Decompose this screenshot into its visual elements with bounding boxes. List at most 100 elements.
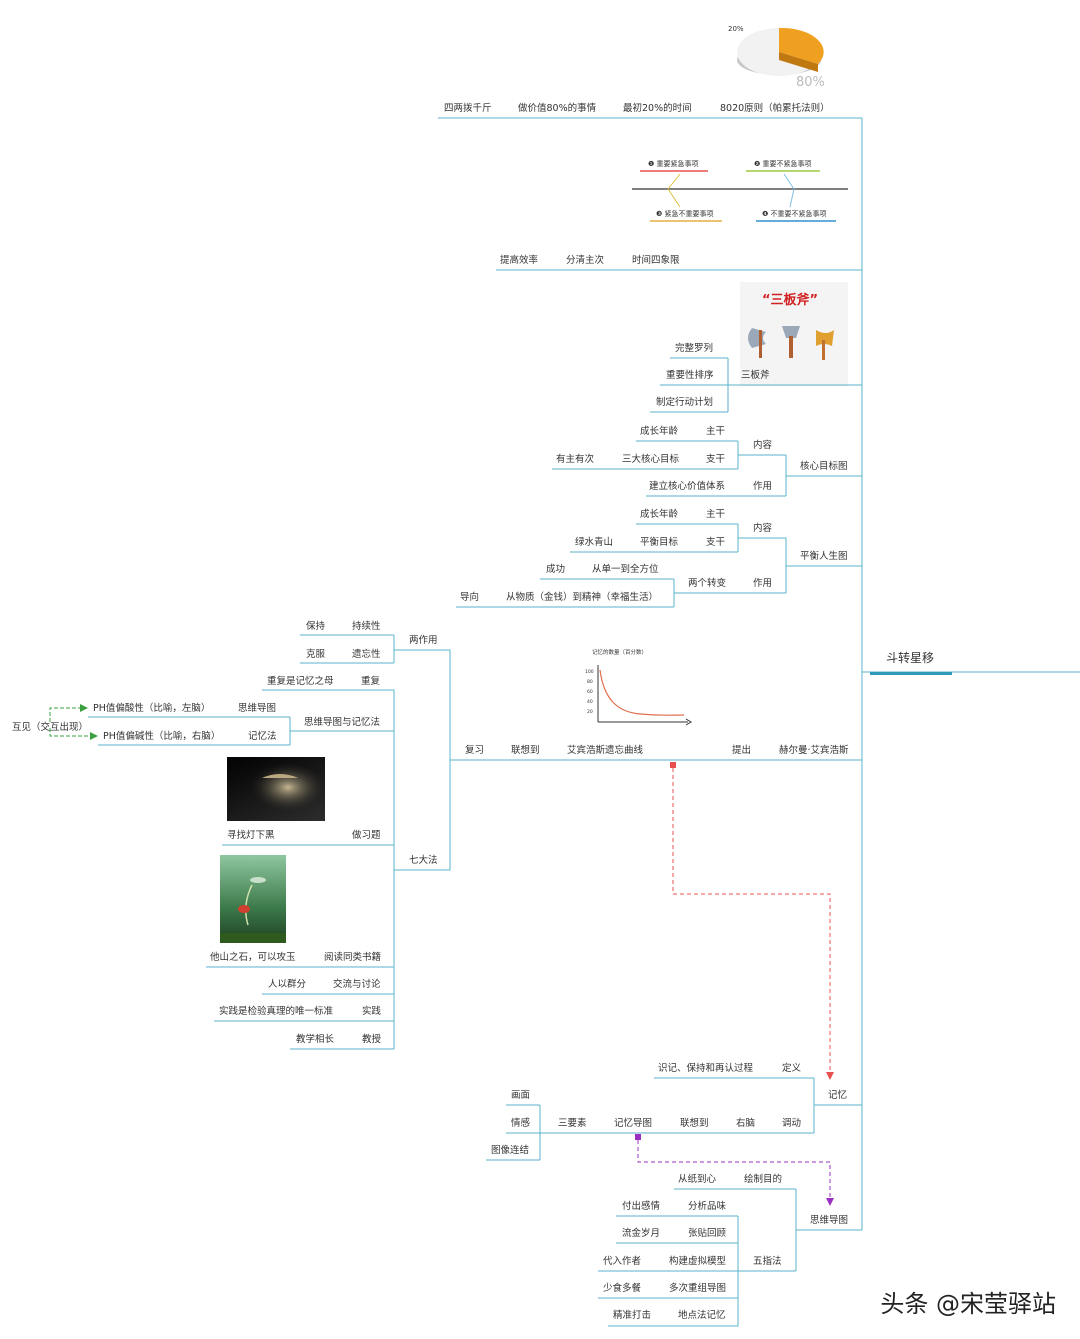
node-建立核心价值体系[interactable]: 建立核心价值体系 [649, 480, 725, 492]
node-记忆法[interactable]: 记忆法 [248, 730, 277, 742]
node-balance-成长年龄[interactable]: 成长年龄 [640, 508, 679, 520]
node-balance-主干[interactable]: 主干 [706, 508, 725, 520]
node-重复是记忆之母[interactable]: 重复是记忆之母 [267, 675, 334, 687]
node-PH偏碱性[interactable]: PH值偏碱性（比喻，右脑） [103, 730, 220, 742]
node-最初20%[interactable]: 最初20%的时间 [623, 102, 692, 114]
node-核心目标图[interactable]: 核心目标图 [800, 460, 848, 472]
node-seven-思维导图[interactable]: 思维导图 [238, 702, 276, 714]
node-balance-内容[interactable]: 内容 [753, 522, 773, 534]
node-PH偏酸性[interactable]: PH值偏酸性（比喻，左脑） [93, 702, 210, 714]
node-balance-支干[interactable]: 支干 [706, 536, 725, 548]
node-从纸到心[interactable]: 从纸到心 [678, 1173, 717, 1185]
branch-axes[interactable]: “三板斧” 三板斧 完整罗列 重要性排序 制定行动计划 [650, 282, 862, 413]
node-core-作用[interactable]: 作用 [753, 480, 772, 492]
node-画面[interactable]: 画面 [511, 1090, 530, 1101]
node-制定行动计划[interactable]: 制定行动计划 [656, 396, 713, 408]
node-平衡人生图[interactable]: 平衡人生图 [800, 550, 848, 562]
node-实践是检验真理[interactable]: 实践是检验真理的唯一标准 [219, 1005, 334, 1017]
node-人以群分[interactable]: 人以群分 [268, 978, 307, 990]
branch-core-goal[interactable]: 核心目标图 内容 主干 成长年龄 支干 三大核心目标 有主有次 作用 建立核心价… [552, 425, 862, 497]
node-分清主次[interactable]: 分清主次 [566, 254, 605, 266]
branch-balance[interactable]: 平衡人生图 内容 主干 成长年龄 支干 平衡目标 绿水青山 作用 两个转变 从单… [456, 508, 862, 608]
node-提出[interactable]: 提出 [732, 744, 751, 756]
node-他山之石[interactable]: 他山之石，可以攻玉 [210, 951, 296, 963]
node-完整罗列[interactable]: 完整罗列 [675, 342, 713, 354]
node-克服[interactable]: 克服 [306, 649, 326, 660]
node-艾宾浩斯遗忘曲线[interactable]: 艾宾浩斯遗忘曲线 [567, 744, 644, 756]
branch-8020[interactable]: 20% 80% 四两拨千斤 做价值80%的事情 最初20%的时间 8020原则（… [438, 25, 862, 119]
node-少食多餐[interactable]: 少食多餐 [603, 1282, 642, 1294]
node-多次重组导图[interactable]: 多次重组导图 [669, 1282, 726, 1294]
node-联想到-复习[interactable]: 联想到 [511, 744, 540, 756]
node-交流与讨论[interactable]: 交流与讨论 [333, 978, 381, 990]
node-重要性排序[interactable]: 重要性排序 [666, 369, 714, 381]
node-五指法[interactable]: 五指法 [753, 1255, 782, 1267]
node-教学相长[interactable]: 教学相长 [296, 1033, 335, 1045]
node-构建虚拟模型[interactable]: 构建虚拟模型 [669, 1255, 727, 1267]
node-分析品味[interactable]: 分析品味 [688, 1200, 727, 1212]
node-思维导图与记忆法[interactable]: 思维导图与记忆法 [304, 716, 380, 728]
node-有主有次[interactable]: 有主有次 [556, 453, 595, 465]
node-时间四象限[interactable]: 时间四象限 [632, 254, 680, 266]
node-core-内容[interactable]: 内容 [753, 439, 773, 451]
branch-ebbinghaus[interactable]: 记忆的数量（百分数） 100 80 60 40 20 赫尔曼·艾宾浩斯 提出 艾… [12, 620, 862, 1050]
node-定义[interactable]: 定义 [782, 1062, 802, 1074]
node-成功[interactable]: 成功 [546, 563, 565, 575]
node-四两拨千斤[interactable]: 四两拨千斤 [444, 102, 492, 114]
node-记忆导图[interactable]: 记忆导图 [614, 1117, 652, 1129]
node-平衡目标[interactable]: 平衡目标 [640, 536, 679, 548]
node-识记保持再认[interactable]: 识记、保持和再认过程 [658, 1062, 754, 1074]
branch-memory[interactable]: 记忆 定义 识记、保持和再认过程 调动 右脑 联想到 记忆导图 三要素 画面 情… [486, 1062, 862, 1161]
node-三板斧[interactable]: 三板斧 [741, 369, 770, 381]
node-思维导图[interactable]: 思维导图 [810, 1214, 848, 1226]
root-underline [870, 672, 952, 675]
node-core-支干[interactable]: 支干 [706, 453, 725, 465]
node-两个转变[interactable]: 两个转变 [688, 577, 727, 589]
node-balance-作用[interactable]: 作用 [753, 577, 772, 589]
node-调动[interactable]: 调动 [782, 1118, 801, 1129]
node-复习[interactable]: 复习 [465, 744, 484, 756]
node-绘制目的[interactable]: 绘制目的 [744, 1173, 782, 1185]
node-绿水青山[interactable]: 绿水青山 [575, 536, 613, 548]
node-8020原则[interactable]: 8020原则（帕累托法则） [720, 102, 830, 114]
forgetting-curve-line [599, 669, 685, 716]
svg-text:60: 60 [587, 689, 593, 695]
node-三大核心目标[interactable]: 三大核心目标 [622, 453, 680, 465]
node-从单一到全方位[interactable]: 从单一到全方位 [592, 563, 659, 575]
node-教授[interactable]: 教授 [362, 1033, 382, 1045]
node-提高效率[interactable]: 提高效率 [500, 254, 539, 266]
node-持续性[interactable]: 持续性 [352, 620, 381, 632]
node-赫尔曼艾宾浩斯[interactable]: 赫尔曼·艾宾浩斯 [779, 744, 849, 756]
node-遗忘性[interactable]: 遗忘性 [352, 648, 381, 660]
node-付出感情[interactable]: 付出感情 [622, 1200, 661, 1212]
node-流金岁月[interactable]: 流金岁月 [622, 1227, 660, 1239]
node-联想到-记忆[interactable]: 联想到 [680, 1117, 709, 1129]
branch-quadrant[interactable]: ❶ 重要紧急事项 ❷ 重要不紧急事项 ❸ 紧急不重要事项 ❹ 不重要不紧急事项 … [496, 159, 862, 271]
node-保持[interactable]: 保持 [306, 620, 326, 632]
node-七大法[interactable]: 七大法 [409, 854, 438, 866]
node-导向[interactable]: 导向 [460, 591, 479, 603]
node-右脑[interactable]: 右脑 [736, 1117, 755, 1129]
node-情感[interactable]: 情感 [511, 1117, 531, 1129]
node-图像连结[interactable]: 图像连结 [491, 1144, 529, 1156]
node-精准打击[interactable]: 精准打击 [613, 1309, 651, 1321]
node-阅读同类书籍[interactable]: 阅读同类书籍 [324, 951, 381, 963]
root-node[interactable]: 斗转星移 [861, 118, 1080, 1230]
node-两作用[interactable]: 两作用 [409, 634, 438, 646]
branch-mindmap[interactable]: 思维导图 绘制目的 从纸到心 五指法 分析品味 付出感情 张贴回顾 流金岁月 构… [598, 1173, 862, 1327]
plant-image [220, 855, 286, 943]
node-记忆[interactable]: 记忆 [828, 1089, 847, 1101]
node-重复[interactable]: 重复 [361, 675, 381, 687]
node-从物质到精神[interactable]: 从物质（金钱）到精神（幸福生活） [506, 591, 658, 603]
node-做价值80%[interactable]: 做价值80%的事情 [518, 102, 597, 114]
node-地点法记忆[interactable]: 地点法记忆 [678, 1309, 726, 1321]
node-实践[interactable]: 实践 [362, 1005, 382, 1017]
node-寻找灯下黑[interactable]: 寻找灯下黑 [227, 829, 275, 841]
node-张贴回顾[interactable]: 张贴回顾 [688, 1227, 727, 1239]
node-core-主干[interactable]: 主干 [706, 425, 725, 437]
node-代入作者[interactable]: 代入作者 [603, 1255, 641, 1267]
node-三要素[interactable]: 三要素 [558, 1117, 587, 1129]
node-core-成长年龄[interactable]: 成长年龄 [640, 425, 679, 437]
node-互见[interactable]: 互见（交互出现） [12, 721, 88, 733]
node-做习题[interactable]: 做习题 [352, 829, 381, 841]
